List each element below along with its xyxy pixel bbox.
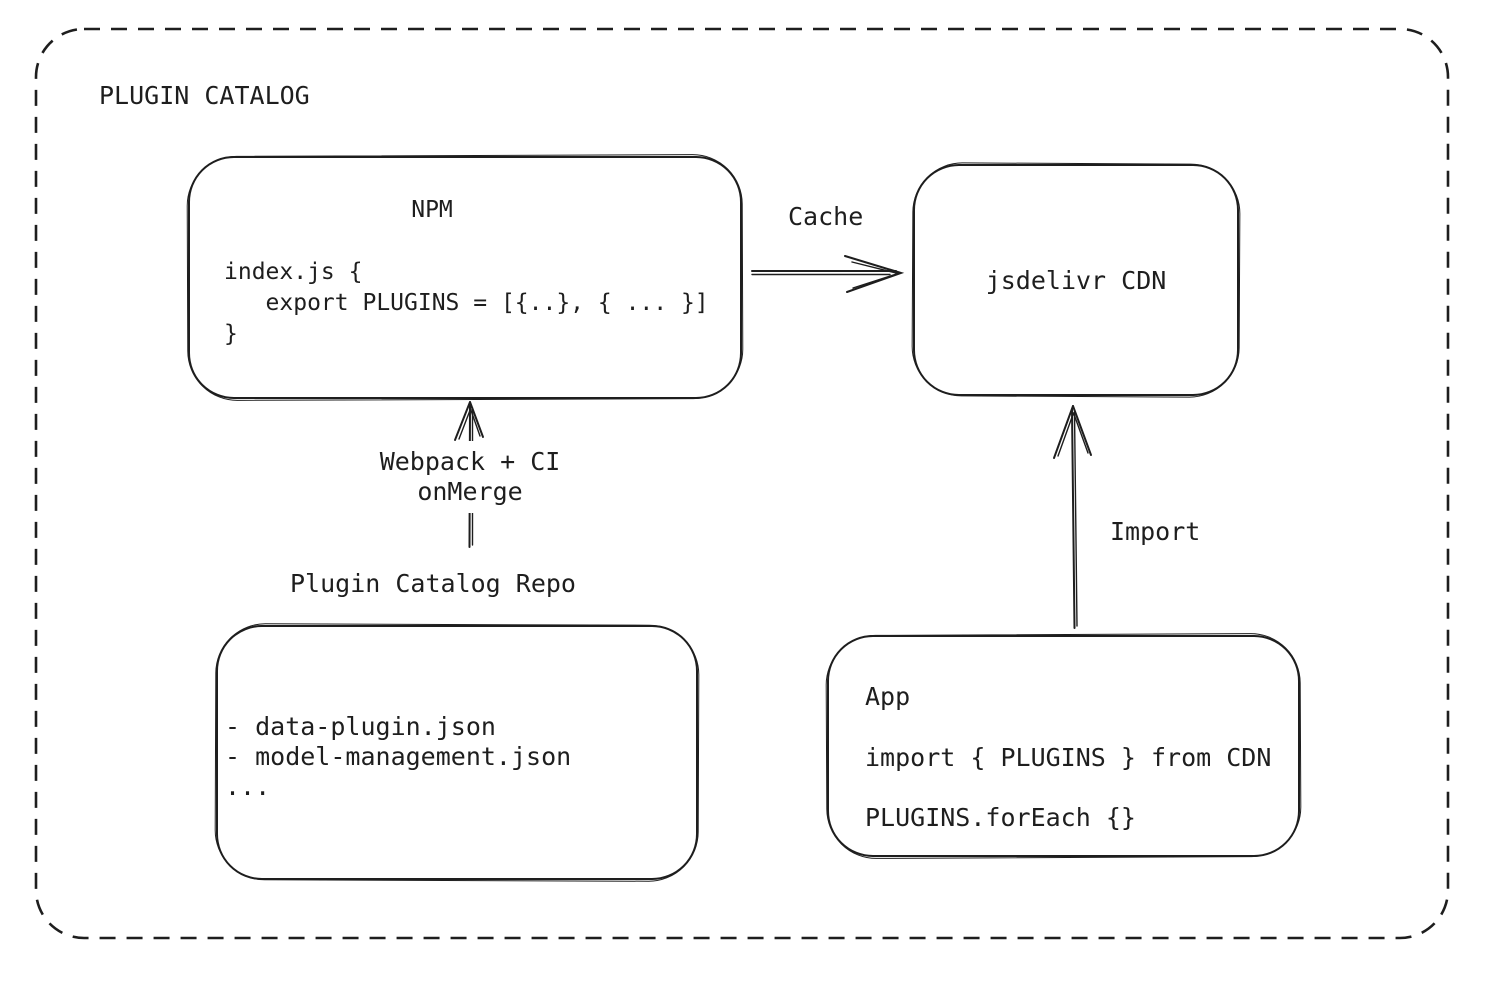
import-arrow-label: Import (1110, 517, 1201, 546)
npm-node: NPM index.js { export PLUGINS = [{..}, {… (188, 156, 742, 399)
app-node-title: App (865, 682, 911, 711)
import-arrow (1053, 405, 1092, 629)
cache-arrow (751, 255, 905, 293)
cdn-node-label: jsdelivr CDN (985, 265, 1167, 295)
cache-arrow-label: Cache (788, 202, 864, 231)
repo-node: - data-plugin.json - model-management.js… (216, 625, 698, 880)
diagram-title: PLUGIN CATALOG (99, 81, 310, 110)
npm-node-title: NPM (411, 197, 453, 223)
app-node-code: import { PLUGINS } from CDN PLUGINS.forE… (865, 743, 1272, 832)
npm-node-code: index.js { export PLUGINS = [{..}, { ...… (224, 259, 709, 347)
cdn-node: jsdelivr CDN (913, 164, 1239, 396)
repo-node-files: - data-plugin.json - model-management.js… (225, 712, 572, 801)
webpack-arrow-label: Webpack + CI onMerge (340, 441, 600, 513)
repo-node-label: Plugin Catalog Repo (290, 569, 576, 598)
app-node: App import { PLUGINS } from CDN PLUGINS.… (827, 635, 1300, 857)
